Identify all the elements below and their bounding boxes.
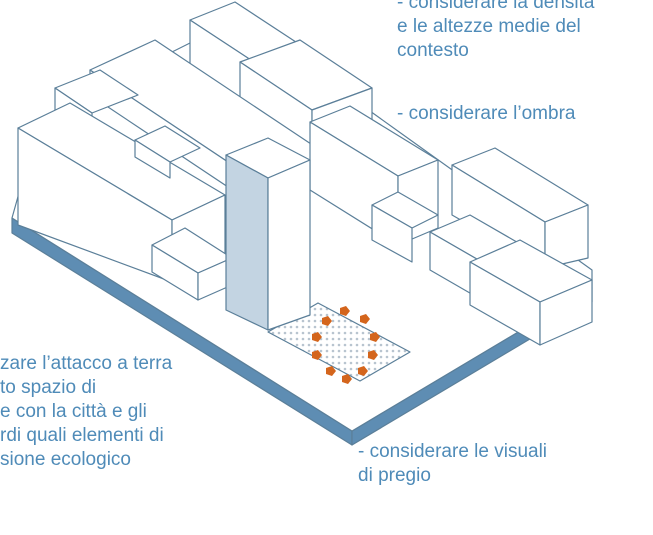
tower-right-face bbox=[267, 159, 311, 331]
tree-marker bbox=[322, 316, 332, 326]
annotation-shadow: - considerare l’ombra bbox=[397, 102, 575, 126]
annotation-line: zare l’attacco a terra bbox=[0, 353, 173, 374]
tree-marker bbox=[358, 366, 368, 376]
annotation-line: e con la città e gli bbox=[0, 401, 147, 422]
annotation-line: di pregio bbox=[358, 465, 431, 486]
tree-ring bbox=[312, 306, 380, 384]
annotation-line: - considerare le visuali bbox=[358, 441, 548, 462]
tree-marker bbox=[368, 350, 378, 360]
annotation-line: to spazio di bbox=[0, 377, 97, 398]
annotation-line: contesto bbox=[397, 40, 469, 61]
tree-marker bbox=[370, 332, 380, 342]
annotation-views: - considerare le visuali di pregio bbox=[358, 440, 547, 488]
annotation-density: - considerare la densità e le altezze me… bbox=[397, 0, 595, 63]
tree-marker bbox=[360, 314, 370, 324]
annotation-line: rdi quali elementi di bbox=[0, 425, 164, 446]
tree-marker bbox=[312, 332, 322, 342]
annotation-line: sione ecologico bbox=[0, 449, 131, 470]
tower-left-face bbox=[225, 154, 269, 331]
annotation-line: - considerare la densità bbox=[397, 0, 595, 13]
annotation-line: e le altezze medie del bbox=[397, 16, 581, 37]
tree-marker bbox=[312, 350, 322, 360]
tree-marker bbox=[340, 306, 350, 316]
tree-marker bbox=[326, 366, 336, 376]
tree-marker bbox=[342, 374, 352, 384]
annotation-line: - considerare l’ombra bbox=[397, 103, 576, 124]
annotation-ground-connection: zare l’attacco a terra to spazio di e co… bbox=[0, 352, 172, 472]
